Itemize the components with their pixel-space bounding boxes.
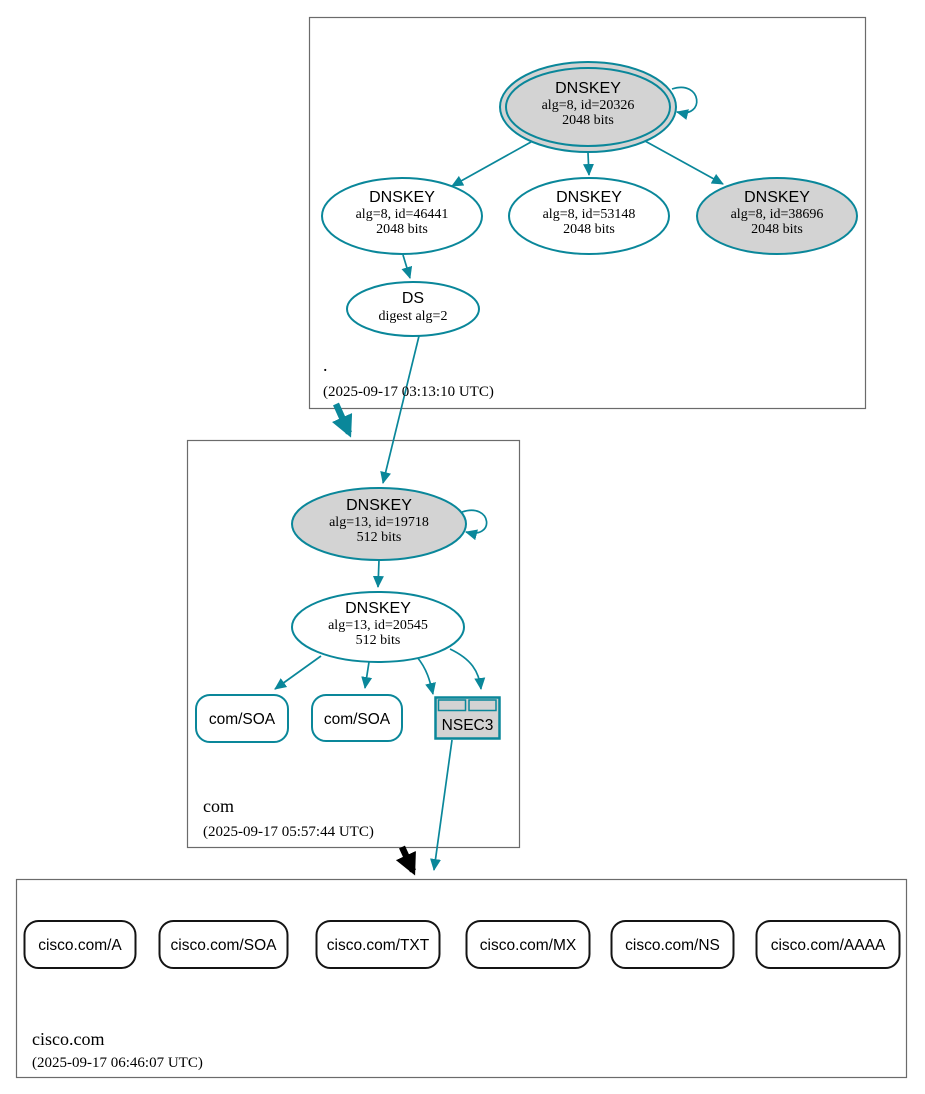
- rrset-node-cisco-com-txt[interactable]: cisco.com/TXT: [315, 920, 441, 969]
- cisco-com-soa-rect: [158, 920, 289, 969]
- dnskey-46441-ellipse: [321, 177, 483, 255]
- dnskey-38696-title: DNSKEY: [744, 189, 810, 206]
- edge-delegation-com-to-cisco-com-insecure: [395, 845, 416, 876]
- dnskey-53148-size: 2048 bits: [563, 222, 615, 237]
- dnskey-20545-detail: alg=13, id=20545: [328, 618, 428, 633]
- ds-title: DS: [402, 290, 424, 307]
- rrset-node-cisco-com-ns[interactable]: cisco.com/NS: [610, 920, 735, 969]
- edge-dnskey-20545-to-nsec3-left: [416, 656, 436, 695]
- rrset-node-com-soa-2[interactable]: com/SOA: [311, 694, 403, 742]
- dnskey-20326-size: 2048 bits: [562, 113, 614, 128]
- com-soa-2-rect: [311, 694, 403, 742]
- nsec3-label: NSEC3: [442, 717, 494, 734]
- edge-dnskey-20326-to-38696: [644, 140, 724, 185]
- dnskey-20326-inner-ellipse: [505, 67, 671, 147]
- edge-nsec3-to-cisco-com: [430, 739, 453, 871]
- cisco-com-ns-rect: [610, 920, 735, 969]
- zone-timestamp-root: (2025-09-17 03:13:10 UTC): [323, 384, 494, 400]
- dnskey-20545-ellipse: [291, 591, 465, 663]
- dnskey-53148-detail: alg=8, id=53148: [543, 207, 636, 222]
- cisco-com-soa-label: cisco.com/SOA: [171, 937, 278, 954]
- zone-box-cisco-com: [15, 878, 908, 1079]
- cisco-com-aaaa-label: cisco.com/AAAA: [771, 937, 886, 954]
- cisco-com-mx-label: cisco.com/MX: [480, 937, 577, 954]
- edge-dnskey-20326-to-53148: [583, 152, 594, 176]
- edge-selfloop-dnskey-20326: [671, 86, 698, 120]
- cisco-com-txt-rect: [315, 920, 441, 969]
- dnskey-node-53148[interactable]: DNSKEY alg=8, id=53148 2048 bits: [508, 177, 670, 255]
- cisco-com-a-label: cisco.com/A: [38, 937, 122, 954]
- dnskey-20326-outer-ellipse: [499, 61, 677, 153]
- nsec3-cell-right: [468, 699, 497, 712]
- zone-label-root: .: [323, 355, 328, 375]
- nsec3-cell-left: [437, 699, 467, 712]
- dnskey-20545-size: 512 bits: [356, 633, 401, 648]
- zone-timestamp-com: (2025-09-17 05:57:44 UTC): [203, 824, 374, 840]
- dnskey-node-zsk-46441[interactable]: DNSKEY alg=8, id=46441 2048 bits: [321, 177, 483, 255]
- edge-dnskey-20545-to-nsec3-right: [449, 648, 486, 690]
- edge-selfloop-dnskey-19718: [461, 509, 488, 541]
- dnskey-20545-title: DNSKEY: [345, 600, 411, 617]
- edge-dnskey-20545-to-com-soa-2: [361, 661, 373, 689]
- dnskey-53148-title: DNSKEY: [556, 189, 622, 206]
- dnskey-46441-detail: alg=8, id=46441: [356, 207, 449, 222]
- rrset-node-cisco-com-mx[interactable]: cisco.com/MX: [465, 920, 591, 969]
- cisco-com-ns-label: cisco.com/NS: [625, 937, 720, 954]
- edge-dnskey-46441-to-ds: [401, 254, 413, 279]
- dnskey-38696-ellipse: [696, 177, 858, 255]
- edge-dnskey-19718-to-20545: [372, 559, 384, 588]
- dnskey-19718-size: 512 bits: [357, 530, 402, 545]
- rrset-node-com-soa-1[interactable]: com/SOA: [195, 694, 289, 743]
- cisco-com-aaaa-rect: [755, 920, 901, 969]
- com-soa-2-label: com/SOA: [324, 711, 391, 728]
- edge-dnskey-20326-to-46441: [451, 141, 532, 187]
- dnskey-46441-size: 2048 bits: [376, 222, 428, 237]
- ds-node-root[interactable]: DS digest alg=2: [346, 281, 480, 337]
- dnskey-20326-detail: alg=8, id=20326: [542, 98, 635, 113]
- cisco-com-txt-label: cisco.com/TXT: [327, 937, 430, 954]
- dnskey-19718-detail: alg=13, id=19718: [329, 515, 429, 530]
- ds-detail: digest alg=2: [379, 309, 448, 324]
- cisco-com-mx-rect: [465, 920, 591, 969]
- dnskey-node-zsk-20545[interactable]: DNSKEY alg=13, id=20545 512 bits: [291, 591, 465, 663]
- dnskey-38696-detail: alg=8, id=38696: [731, 207, 824, 222]
- dnskey-node-ksk-20326[interactable]: DNSKEY alg=8, id=20326 2048 bits: [499, 61, 677, 153]
- dnskey-19718-title: DNSKEY: [346, 497, 412, 514]
- cisco-com-a-rect: [23, 920, 137, 969]
- dnskey-46441-title: DNSKEY: [369, 189, 435, 206]
- zone-timestamp-cisco-com: (2025-09-17 06:46:07 UTC): [32, 1055, 203, 1071]
- rrset-node-cisco-com-aaaa[interactable]: cisco.com/AAAA: [755, 920, 901, 969]
- zone-label-com: com: [203, 796, 234, 816]
- ds-ellipse: [346, 281, 480, 337]
- com-soa-1-label: com/SOA: [209, 711, 276, 728]
- dnskey-19718-ellipse: [291, 487, 467, 561]
- edge-delegation-root-to-com: [332, 402, 353, 438]
- dnskey-53148-ellipse: [508, 177, 670, 255]
- edge-dnskey-20545-to-com-soa-1: [274, 655, 322, 690]
- dnskey-20326-title: DNSKEY: [555, 80, 621, 97]
- zone-label-cisco-com: cisco.com: [32, 1029, 104, 1049]
- dnskey-node-ksk-19718[interactable]: DNSKEY alg=13, id=19718 512 bits: [291, 487, 467, 561]
- dnskey-node-38696[interactable]: DNSKEY alg=8, id=38696 2048 bits: [696, 177, 858, 255]
- rrset-node-cisco-com-soa[interactable]: cisco.com/SOA: [158, 920, 289, 969]
- nsec3-node[interactable]: NSEC3: [434, 696, 501, 740]
- dnskey-38696-size: 2048 bits: [751, 222, 803, 237]
- rrset-node-cisco-com-a[interactable]: cisco.com/A: [23, 920, 137, 969]
- com-soa-1-rect: [195, 694, 289, 743]
- edge-ds-to-com-dnskey-19718: [380, 335, 420, 484]
